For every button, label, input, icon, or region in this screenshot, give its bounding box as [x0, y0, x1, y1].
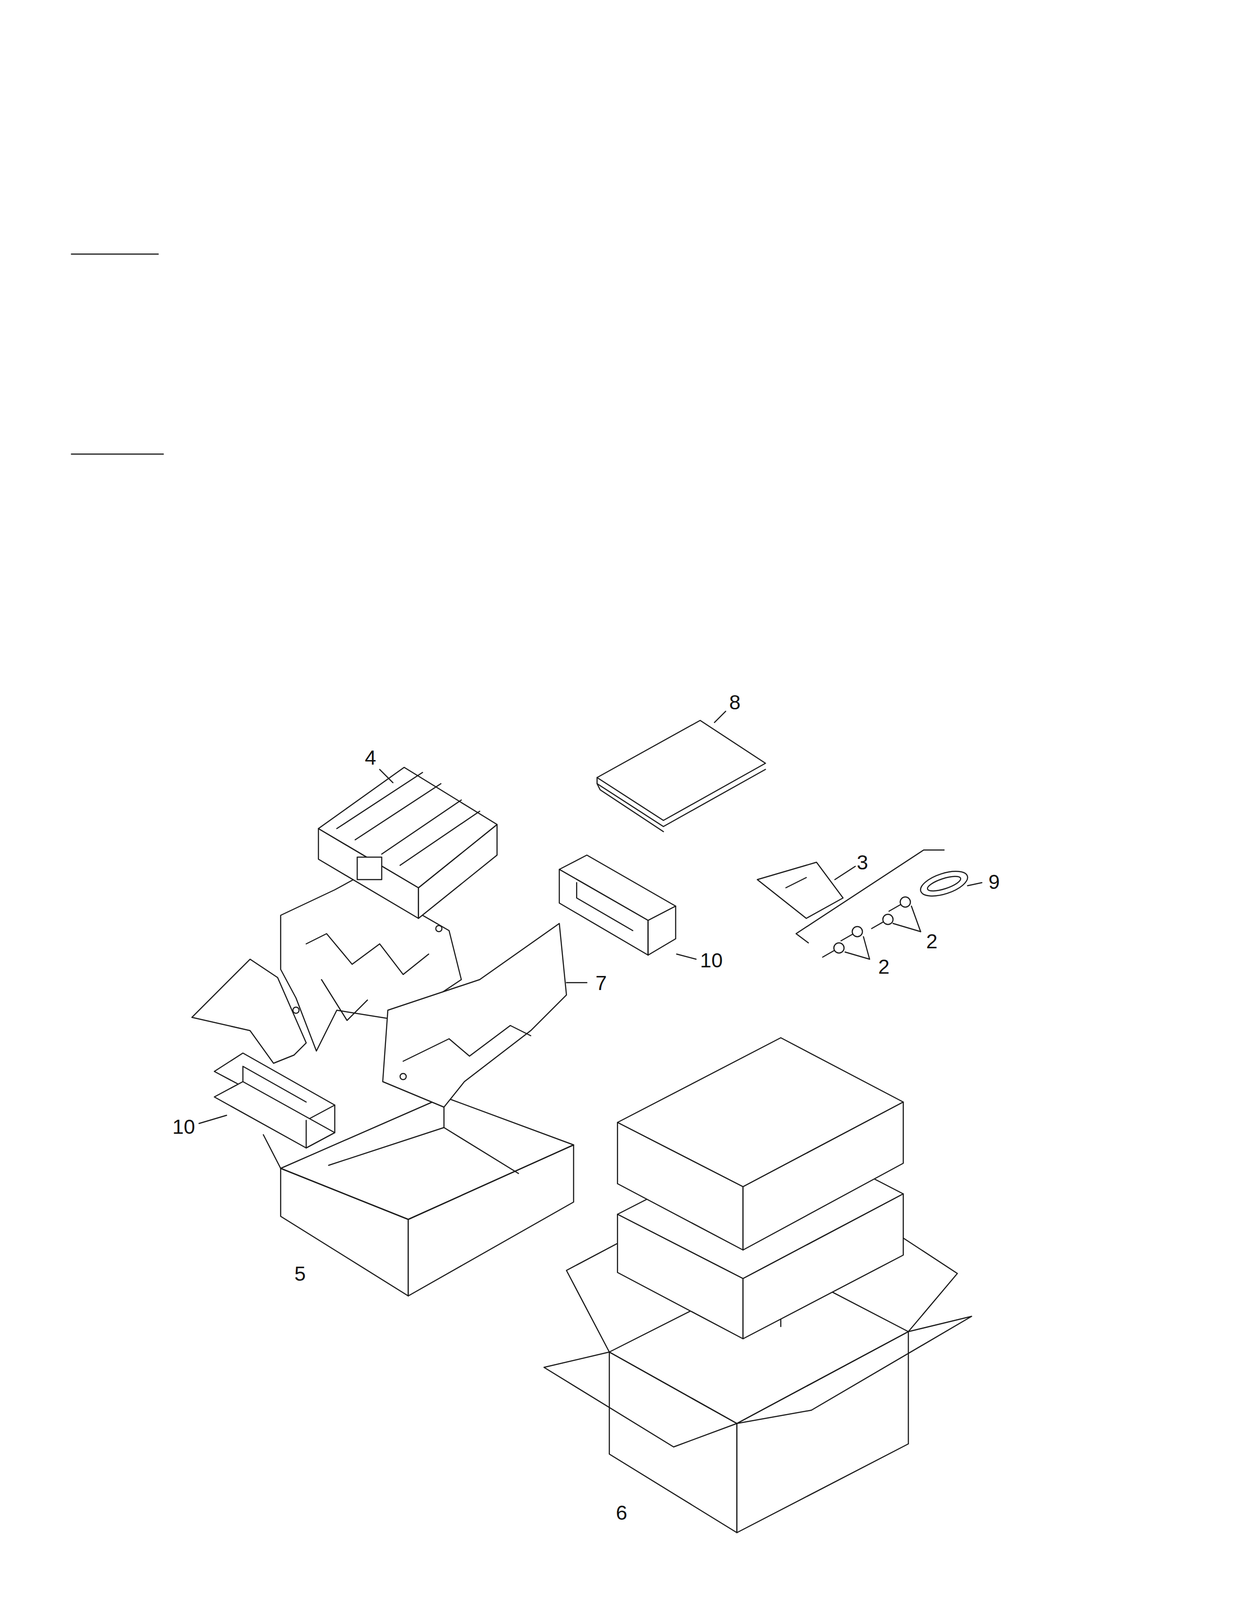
corner-spacer — [199, 1053, 335, 1149]
rule-line — [71, 253, 159, 255]
parts-bag — [757, 862, 856, 919]
callout-number: 10 — [699, 950, 723, 971]
callout-number: 2 — [878, 956, 890, 977]
manual — [596, 711, 766, 832]
callout-number: 10 — [172, 1116, 196, 1138]
callout-number: 5 — [294, 1263, 306, 1285]
callout-number: 7 — [595, 972, 607, 993]
callout-number: 9 — [988, 871, 1000, 893]
screws — [822, 897, 921, 960]
callout-number: 3 — [856, 852, 869, 873]
callout-number: 8 — [728, 692, 741, 713]
callout-number: 6 — [616, 1502, 628, 1523]
corner-spacer — [559, 855, 697, 960]
callout-number: 4 — [364, 747, 377, 768]
rule-line — [71, 453, 164, 455]
group-bracket — [796, 850, 944, 944]
inner-boxes — [617, 1037, 904, 1340]
amplifier-unit — [318, 767, 498, 919]
ferrite-ring — [917, 866, 983, 901]
callout-number: 2 — [926, 930, 938, 952]
